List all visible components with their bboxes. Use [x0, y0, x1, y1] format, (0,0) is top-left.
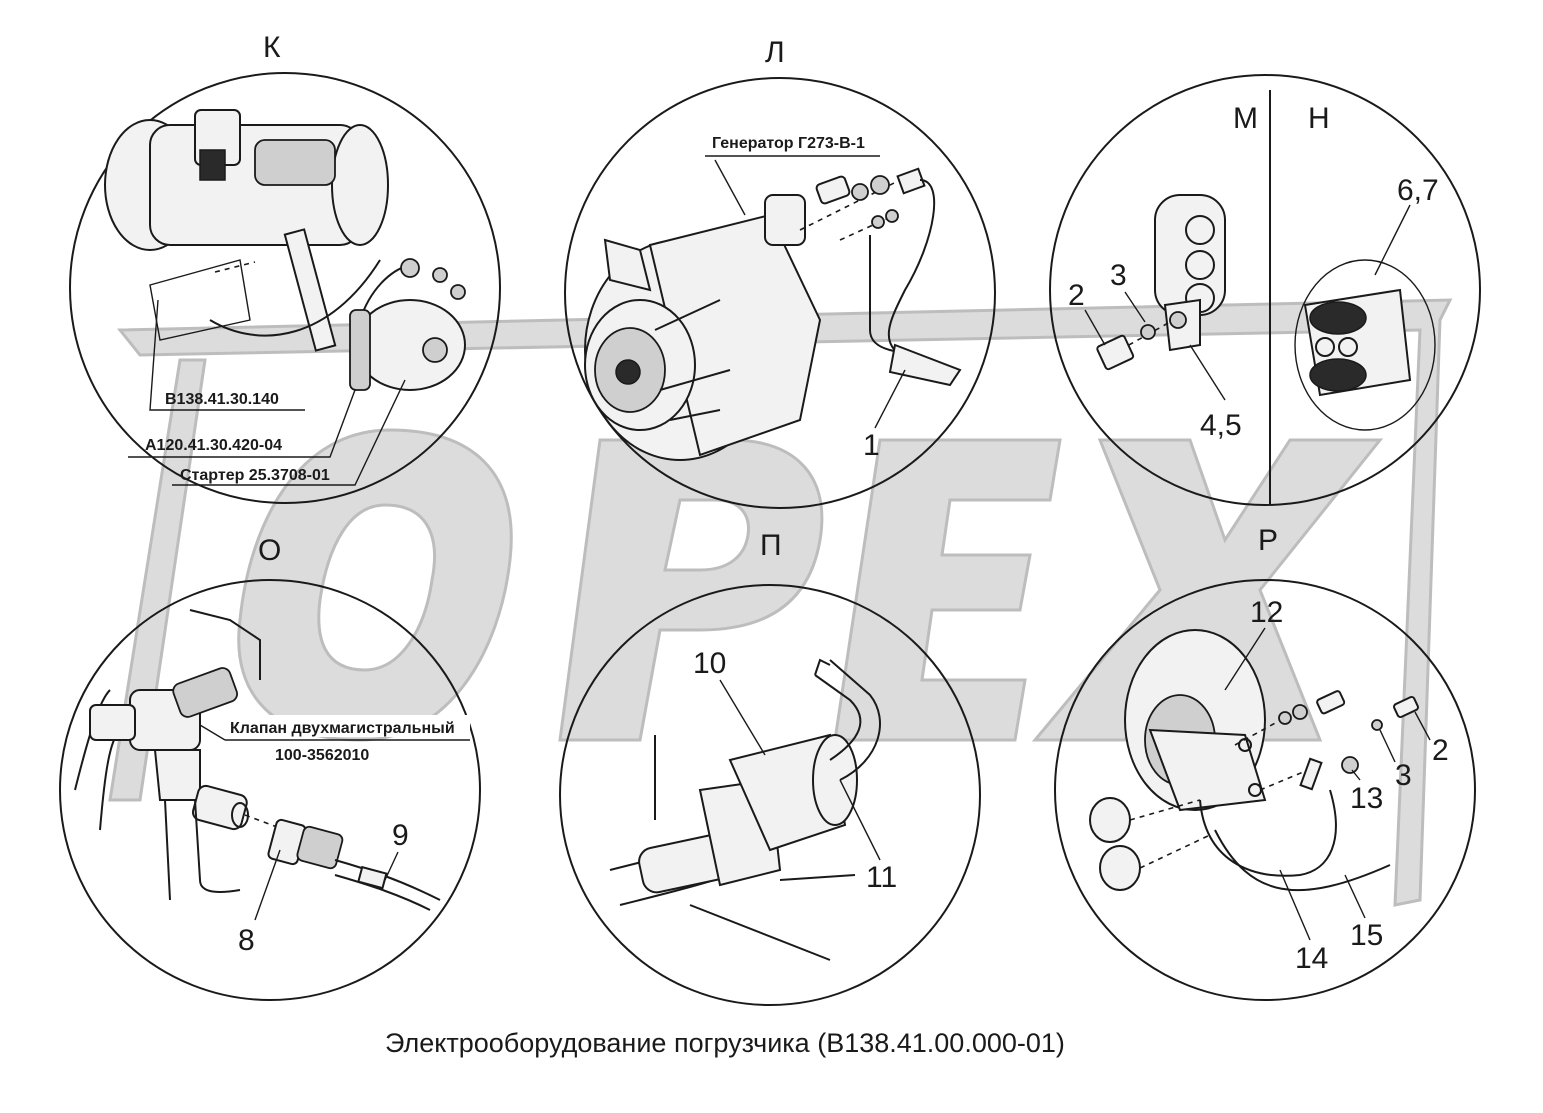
callout-m-3: 3 — [1110, 259, 1127, 292]
callout-9: 9 — [392, 819, 409, 852]
callout-r-3: 3 — [1395, 759, 1412, 792]
watermark-logo — [108, 298, 1453, 907]
callout-m-4-5: 4,5 — [1200, 409, 1242, 442]
callout-14: 14 — [1295, 942, 1328, 975]
clamp-bracket — [1096, 194, 1226, 371]
solenoid-valve — [609, 658, 881, 961]
view-l: Л Генератор Г273-В-1 1 — [564, 36, 996, 509]
label-valve-name: Клапан двухмагистральный — [230, 720, 455, 737]
view-n-letter: Н — [1308, 102, 1330, 135]
diagram-caption: Электрооборудование погрузчика (В138.41.… — [385, 1028, 1065, 1058]
callout-10: 10 — [693, 647, 726, 680]
label-harness-b138: В138.41.30.140 — [165, 391, 279, 408]
view-p-letter: П — [760, 529, 782, 562]
view-r: Р 12 2 3 13 14 — [1054, 524, 1476, 1001]
view-m-letter: М — [1233, 102, 1258, 135]
callout-8: 8 — [238, 924, 255, 957]
view-p-circle — [559, 584, 981, 1006]
label-valve-code: 100-3562010 — [275, 747, 369, 764]
view-r-circle — [1054, 579, 1476, 1001]
callout-12: 12 — [1250, 596, 1283, 629]
sound-signal — [1089, 629, 1391, 891]
generator-fasteners — [799, 167, 962, 387]
horn-fasteners — [1278, 690, 1419, 791]
callout-15: 15 — [1350, 919, 1383, 952]
view-mn-circle — [1049, 74, 1481, 506]
view-k-letter: К — [263, 31, 281, 64]
grommet — [1294, 259, 1436, 431]
view-k-circle — [69, 72, 501, 504]
view-m-n: М Н 2 3 4,5 6,7 — [1049, 74, 1481, 506]
label-starter: Стартер 25.3708-01 — [180, 467, 330, 484]
callout-13: 13 — [1350, 782, 1383, 815]
view-p: П 10 11 — [559, 529, 981, 1006]
view-k-callouts: В138.41.30.140 А120.41.30.420-04 Стартер… — [128, 299, 406, 486]
two-line-valve — [74, 609, 286, 901]
callout-1: 1 — [863, 429, 880, 462]
view-l-circle — [564, 77, 996, 509]
view-l-letter: Л — [765, 36, 785, 69]
view-o-circle — [59, 579, 481, 1001]
callout-11: 11 — [866, 861, 897, 894]
label-cable-a120: А120.41.30.420-04 — [145, 437, 282, 454]
valve-label-bg — [226, 715, 470, 737]
label-generator: Генератор Г273-В-1 — [712, 135, 865, 152]
view-o-letter: О — [258, 534, 281, 567]
callout-m-2: 2 — [1068, 279, 1085, 312]
view-k: К В138.41.30.140 А120.41.30.420-04 — [69, 31, 501, 504]
starter-motor — [104, 109, 466, 391]
callout-n-6-7: 6,7 — [1397, 174, 1439, 207]
callout-r-2: 2 — [1432, 734, 1449, 767]
view-r-letter: Р — [1258, 524, 1278, 557]
pressure-sensor — [267, 818, 441, 911]
generator — [584, 194, 822, 461]
view-o: О Клапан двухмагистральный 100-3562010 8 — [59, 534, 481, 1001]
